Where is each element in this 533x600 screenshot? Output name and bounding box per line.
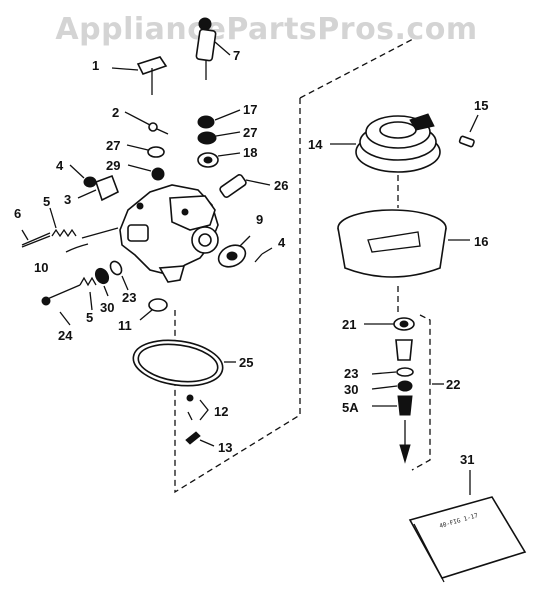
callout-5A: 5A: [342, 400, 359, 415]
callout-24: 24: [58, 328, 73, 343]
callout-21: 21: [342, 317, 356, 332]
callout-25: 25: [239, 355, 253, 370]
part-5-spring-lower: [79, 276, 97, 311]
part-12-pin: [186, 394, 209, 421]
part-6-needle-screw: [21, 229, 51, 248]
float-group-boundary: [411, 314, 431, 471]
carburetor-group-boundary: [174, 37, 416, 494]
part-31-manual-booklet: [408, 470, 527, 583]
part-9-bushing: [217, 235, 251, 268]
callout-5-upper: 5: [43, 194, 50, 209]
callout-3: 3: [64, 192, 71, 207]
callout-22: 22: [446, 377, 460, 392]
callout-17: 17: [243, 102, 257, 117]
part-26-fitting: [219, 174, 271, 198]
leader-lines-22-group: [371, 371, 398, 407]
part-14-bowl-top: [330, 113, 441, 173]
part-10-needle: [65, 227, 119, 253]
callout-30-left: 30: [100, 300, 114, 315]
callout-27-left: 27: [106, 138, 120, 153]
callout-31: 31: [460, 452, 474, 467]
callout-12: 12: [214, 404, 228, 419]
part-21-washer: [364, 317, 415, 331]
part-30-o-ring-left: [94, 267, 110, 297]
part-1-throttle-shaft: [111, 56, 168, 95]
callout-9: 9: [256, 212, 263, 227]
part-5-spring-upper: [49, 207, 77, 238]
callout-5-lower: 5: [86, 310, 93, 325]
part-11-o-ring: [139, 298, 168, 321]
callout-30-right: 30: [344, 382, 358, 397]
callout-7: 7: [233, 48, 240, 63]
callout-13: 13: [218, 440, 232, 455]
callout-4-left: 4: [56, 158, 64, 173]
callout-23-right: 23: [344, 366, 358, 381]
part-13-clip: [185, 431, 215, 447]
part-27-washer-left: [126, 144, 165, 158]
part-25-bowl-gasket: [132, 339, 236, 387]
callout-14: 14: [308, 137, 323, 152]
part-15-pin: [458, 114, 479, 148]
callout-16: 16: [474, 234, 488, 249]
part-2-screw: [124, 111, 169, 135]
callout-26: 26: [274, 178, 288, 193]
callout-10: 10: [34, 260, 48, 275]
part-16-float: [337, 209, 470, 278]
part-27-washer-right: [197, 131, 241, 145]
carburetor-body: [119, 184, 219, 283]
callout-4-right: 4: [278, 235, 286, 250]
part-18-seal: [197, 152, 241, 168]
part-22-main-jet-assembly: [395, 339, 444, 464]
callout-15: 15: [474, 98, 488, 113]
callout-11: 11: [118, 318, 132, 333]
callout-27-right: 27: [243, 125, 257, 140]
part-7-choke-shaft: [195, 17, 231, 80]
part-4-screw-right: [254, 247, 273, 263]
part-3-plate: [77, 174, 120, 202]
part-29-seal: [127, 164, 165, 181]
callout-18: 18: [243, 145, 257, 160]
callout-6: 6: [14, 206, 21, 221]
callout-23-left: 23: [122, 290, 136, 305]
part-4-screw-left: [69, 164, 97, 188]
part-24-idle-needle: [41, 284, 81, 326]
part-23-washer-left: [109, 260, 129, 291]
callout-1: 1: [92, 58, 99, 73]
callout-2: 2: [112, 105, 119, 120]
callout-29: 29: [106, 158, 120, 173]
part-17-washer: [197, 109, 241, 129]
